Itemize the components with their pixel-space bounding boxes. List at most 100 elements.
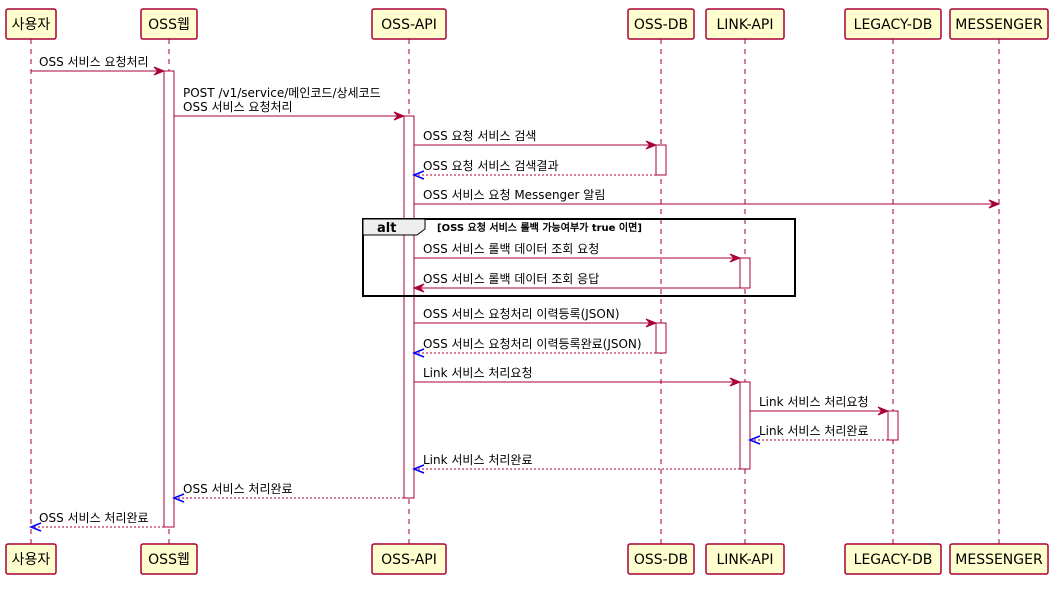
participant-label: OSS-DB xyxy=(634,552,688,568)
message-label: Link 서비스 처리완료 xyxy=(759,424,868,438)
participant-box xyxy=(949,8,1049,40)
participant-db-top: OSS-DB xyxy=(627,8,695,40)
participant-label: OSS웹 xyxy=(148,17,190,33)
participant-box xyxy=(627,8,695,40)
participant-link-bottom: LINK-API xyxy=(705,543,785,575)
message-label: OSS 서비스 처리완료 xyxy=(39,511,149,525)
participant-box xyxy=(5,543,57,575)
activation-bars xyxy=(163,70,899,528)
message-13: Link 서비스 처리완료 xyxy=(411,453,740,474)
participant-msg-bottom: MESSENGER xyxy=(949,543,1049,575)
sync-arrowhead xyxy=(729,253,742,263)
participants: 사용자사용자OSS웹OSS웹OSS-APIOSS-APIOSS-DBOSS-DB… xyxy=(5,8,1049,575)
message-label: OSS 서비스 처리완료 xyxy=(183,482,293,496)
participant-label: LINK-API xyxy=(716,17,773,33)
message-label: OSS 서비스 요청 Messenger 알림 xyxy=(423,188,605,202)
participant-box xyxy=(140,543,198,575)
message-1: OSS 서비스 요청처리 xyxy=(31,55,166,76)
participant-label: LEGACY-DB xyxy=(854,17,933,33)
participant-web-bottom: OSS웹 xyxy=(140,543,198,575)
return-arrowhead xyxy=(171,493,185,503)
activation-bar-link xyxy=(739,257,751,289)
sync-arrowhead xyxy=(645,140,658,150)
participant-box xyxy=(705,543,785,575)
message-4: OSS 요청 서비스 검색결과 xyxy=(411,159,656,180)
message-15: OSS 서비스 처리완료 xyxy=(28,511,164,532)
participant-legacy-bottom: LEGACY-DB xyxy=(844,543,942,575)
message-7: OSS 서비스 롤백 데이터 조회 응답 xyxy=(412,272,740,293)
message-label: OSS 서비스 롤백 데이터 조회 요청 xyxy=(423,242,599,256)
message-label: OSS 요청 서비스 검색결과 xyxy=(423,159,558,173)
participant-label: 사용자 xyxy=(12,17,51,33)
activation-bar-db xyxy=(655,322,667,354)
alt-guard: [OSS 요청 서비스 롤백 가능여부가 true 이면] xyxy=(437,221,642,234)
activation-bar-legacy xyxy=(887,410,899,441)
message-label: OSS 요청 서비스 검색 xyxy=(423,129,536,143)
participant-label: MESSENGER xyxy=(955,17,1043,33)
participant-box xyxy=(371,8,447,40)
participant-box xyxy=(844,8,942,40)
message-label: Link 서비스 처리요청 xyxy=(759,395,868,409)
participant-box xyxy=(140,8,198,40)
return-arrowhead xyxy=(411,464,425,474)
message-label: OSS 서비스 요청처리 이력등록(JSON) xyxy=(423,307,620,321)
return-arrowhead xyxy=(747,435,761,445)
message-label: OSS 서비스 요청처리 xyxy=(183,100,293,114)
message-label: OSS 서비스 요청처리 이력등록완료(JSON) xyxy=(423,337,642,351)
sync-arrowhead xyxy=(393,111,406,121)
message-11: Link 서비스 처리요청 xyxy=(750,395,890,416)
message-label: Link 서비스 처리요청 xyxy=(423,366,532,380)
participant-label: OSS-API xyxy=(381,17,437,33)
message-label: POST /v1/service/메인코드/상세코드 xyxy=(183,86,381,100)
participant-user-bottom: 사용자 xyxy=(5,543,57,575)
participant-link-top: LINK-API xyxy=(705,8,785,40)
alt-operator: alt xyxy=(377,221,396,236)
alt-fragment: alt [OSS 요청 서비스 롤백 가능여부가 true 이면] xyxy=(362,218,796,297)
participant-msg-top: MESSENGER xyxy=(949,8,1049,40)
participant-box xyxy=(627,543,695,575)
message-6: OSS 서비스 롤백 데이터 조회 요청 xyxy=(414,242,742,263)
message-14: OSS 서비스 처리완료 xyxy=(171,482,404,503)
participant-box xyxy=(705,8,785,40)
sync-arrowhead xyxy=(729,377,742,387)
activation-bar-web xyxy=(163,70,175,528)
participant-box xyxy=(844,543,942,575)
lifelines xyxy=(30,39,1000,544)
participant-box xyxy=(949,543,1049,575)
message-10: Link 서비스 처리요청 xyxy=(414,366,742,387)
participant-box xyxy=(371,543,447,575)
participant-api-top: OSS-API xyxy=(371,8,447,40)
message-9: OSS 서비스 요청처리 이력등록완료(JSON) xyxy=(411,337,656,358)
combined-fragments: alt [OSS 요청 서비스 롤백 가능여부가 true 이면] xyxy=(362,218,796,297)
participant-label: OSS웹 xyxy=(148,552,190,568)
activation-bar-api xyxy=(403,115,415,499)
participant-label: MESSENGER xyxy=(955,552,1043,568)
return-arrowhead xyxy=(411,170,425,180)
participant-db-bottom: OSS-DB xyxy=(627,543,695,575)
participant-label: LEGACY-DB xyxy=(854,552,933,568)
sync-arrowhead xyxy=(988,199,1001,209)
sync-arrowhead xyxy=(645,318,658,328)
message-3: OSS 요청 서비스 검색 xyxy=(414,129,658,150)
message-5: OSS 서비스 요청 Messenger 알림 xyxy=(414,188,1001,209)
activation-bar-link xyxy=(739,381,751,470)
participant-label: 사용자 xyxy=(12,552,51,568)
participant-box xyxy=(5,8,57,40)
message-8: OSS 서비스 요청처리 이력등록(JSON) xyxy=(414,307,658,328)
alt-frame xyxy=(362,218,796,297)
participant-legacy-top: LEGACY-DB xyxy=(844,8,942,40)
return-arrowhead xyxy=(411,348,425,358)
sync-arrowhead xyxy=(153,66,166,76)
participant-label: OSS-DB xyxy=(634,17,688,33)
sync-arrowhead xyxy=(412,283,425,293)
message-label: Link 서비스 처리완료 xyxy=(423,453,532,467)
return-arrowhead xyxy=(28,522,42,532)
message-12: Link 서비스 처리완료 xyxy=(747,424,888,445)
sync-arrowhead xyxy=(877,406,890,416)
message-label: OSS 서비스 롤백 데이터 조회 응답 xyxy=(423,272,599,286)
participant-label: LINK-API xyxy=(716,552,773,568)
participant-label: OSS-API xyxy=(381,552,437,568)
